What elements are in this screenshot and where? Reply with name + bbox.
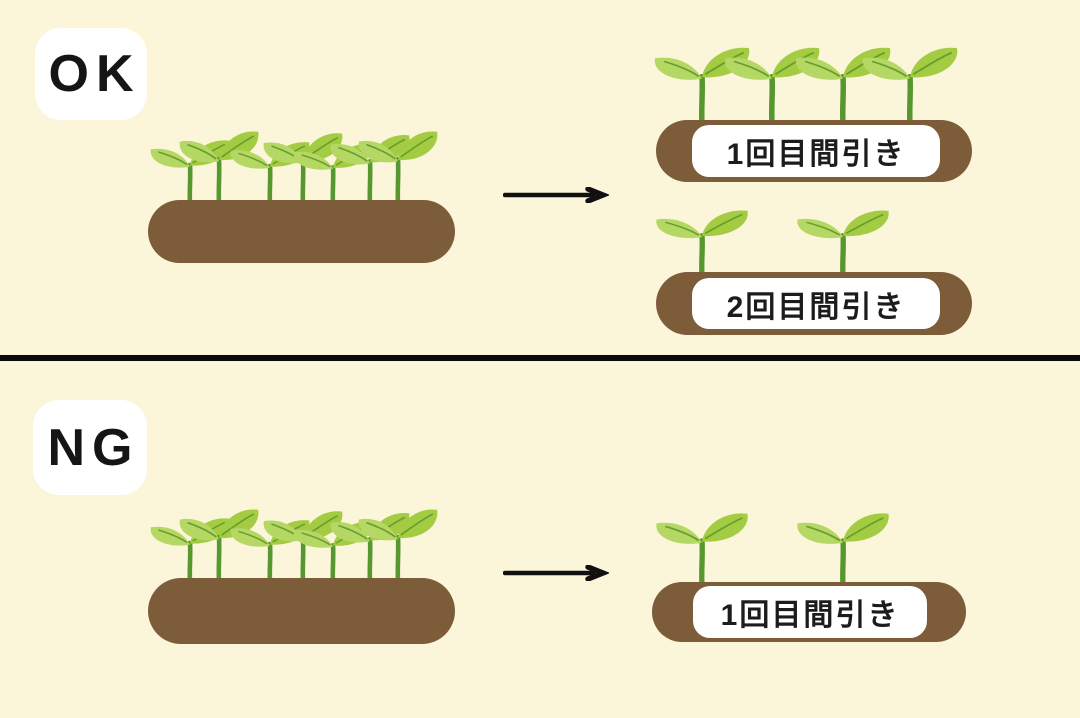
section-divider <box>0 355 1080 361</box>
ok-badge-label: OK <box>48 45 141 103</box>
ng-first-thinning-label: 1回目間引き <box>693 586 927 638</box>
seedling-icon <box>644 202 760 278</box>
ng-source-seedlings <box>0 361 1080 718</box>
ng-first-thinning-seedlings <box>0 361 1080 718</box>
second-thinning-label: 2回目間引き <box>692 278 940 329</box>
first-thinning-label-text: 1回目間引き <box>726 138 906 171</box>
ok-badge: OK <box>35 28 147 120</box>
ok-second-thinning-bed: 2回目間引き <box>656 272 972 335</box>
seedling-icon <box>850 38 970 126</box>
second-thinning-label-text: 2回目間引き <box>726 290 906 324</box>
ok-section: OK <box>0 0 1080 355</box>
arrow-icon <box>503 565 609 581</box>
seedling-icon <box>169 500 269 585</box>
ok-first-thinning-seedlings <box>0 0 1080 355</box>
ok-first-thinning-bed: 1回目間引き <box>656 120 972 182</box>
seedling-icon <box>348 122 448 207</box>
ng-section: NG <box>0 361 1080 718</box>
ok-source-seedlings <box>0 0 1080 355</box>
seedling-icon <box>785 202 901 278</box>
ok-source-bed <box>148 200 455 263</box>
ng-first-thinning-label-text: 1回目間引き <box>720 599 900 632</box>
seedling-icon <box>712 38 832 126</box>
seedling-icon <box>169 122 269 207</box>
first-thinning-label: 1回目間引き <box>692 125 940 177</box>
ng-source-bed <box>148 578 455 644</box>
ng-first-thinning-bed: 1回目間引き <box>652 582 966 642</box>
ng-badge-label: NG <box>47 418 140 477</box>
seedling-icon <box>785 504 901 588</box>
arrow-icon <box>503 187 609 203</box>
seedling-icon <box>644 504 760 588</box>
ng-badge: NG <box>33 400 147 495</box>
